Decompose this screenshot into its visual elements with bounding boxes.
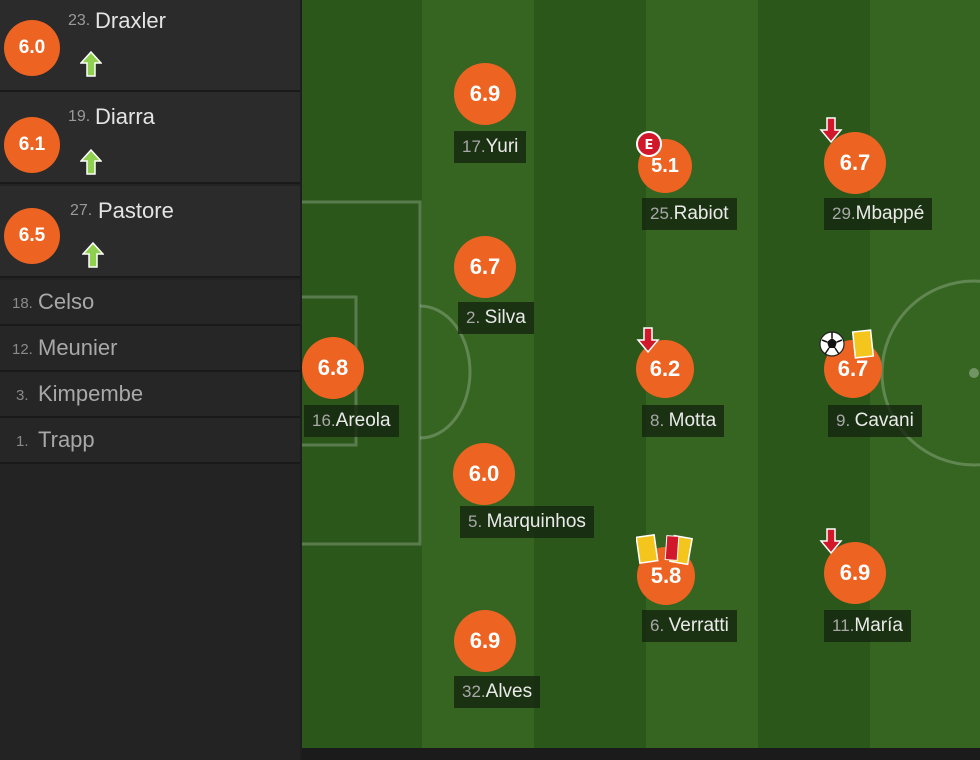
player-name: Silva <box>484 307 526 328</box>
player-label-marquinhos[interactable]: 5. Marquinhos <box>460 506 594 538</box>
player-number: 23. <box>68 12 91 29</box>
player-name: Yuri <box>485 136 519 157</box>
goal-ball-icon <box>819 331 845 357</box>
player-name: María <box>854 615 903 636</box>
player-number: 29. <box>832 204 856 223</box>
player-number: 6. <box>650 616 665 635</box>
player-label-verratti[interactable]: 6. Verratti <box>642 610 737 642</box>
player-number: 17. <box>462 137 486 156</box>
substituted-off-arrow-icon <box>819 117 843 144</box>
player-number: 11. <box>832 616 855 635</box>
center-circle <box>880 279 980 467</box>
error-badge-letter: E <box>645 138 654 153</box>
cards-icon <box>636 534 693 566</box>
player-rating-badge[interactable]: 6.9 <box>824 542 886 604</box>
player-number: 5. <box>468 512 483 531</box>
substituted-off-arrow-icon <box>819 528 843 555</box>
player-name: Trapp <box>38 427 95 452</box>
player-number: 19. <box>68 108 91 125</box>
player-label-motta[interactable]: 8. Motta <box>642 405 725 437</box>
player-rating-badge: 6.0 <box>4 20 60 76</box>
player-name: Marquinhos <box>486 511 586 532</box>
yellow-card-icon <box>636 534 659 564</box>
player-name: Mbappé <box>855 203 925 224</box>
player-number: 2. <box>466 308 481 327</box>
substitute-row-pastore[interactable]: 6.5 27. Pastore <box>0 186 300 278</box>
player-rating-badge[interactable]: 6.0 <box>453 443 515 505</box>
arrow-up-icon <box>80 148 102 175</box>
player-number: 12. <box>12 341 33 358</box>
bench-row-meunier[interactable]: 12. Meunier <box>0 326 300 372</box>
player-number: 18. <box>12 295 33 312</box>
player-name: Kimpembe <box>38 381 144 406</box>
player-name: Celso <box>38 289 95 314</box>
pitch-stripe <box>534 0 646 748</box>
player-name: Pastore <box>98 198 174 223</box>
player-name: Areola <box>335 410 391 431</box>
yellow-card-icon <box>851 329 875 359</box>
player-number: 3. <box>16 387 29 404</box>
player-number: 27. <box>70 202 93 219</box>
player-label-cavani[interactable]: 9. Cavani <box>828 405 922 437</box>
player-rating-badge[interactable]: 6.7 <box>824 132 886 194</box>
player-number: 16. <box>312 411 336 430</box>
substitute-row-diarra[interactable]: 6.1 19. Diarra <box>0 92 300 184</box>
substitute-row-draxler[interactable]: 6.0 23. Draxler <box>0 0 300 92</box>
bench-row-kimpembe[interactable]: 3. Kimpembe <box>0 372 300 418</box>
player-label-maria[interactable]: 11. María <box>824 610 911 642</box>
substitutes-panel: 6.0 23. Draxler 6.1 19. Diarra 6.5 27. P… <box>0 0 300 760</box>
substituted-off-arrow-icon <box>636 327 660 354</box>
player-number: 1. <box>16 433 29 450</box>
player-name: Diarra <box>95 104 155 129</box>
penalty-box <box>302 200 422 546</box>
player-number: 8. <box>650 411 665 430</box>
pitch: 6.8 16. Areola 6.9 17. Yuri 6.7 2. Silva… <box>302 0 980 748</box>
pitch-markings <box>302 200 980 546</box>
arrow-up-icon <box>80 50 102 77</box>
player-rating-badge[interactable]: 6.9 <box>454 63 516 125</box>
pitch-bottom-edge <box>302 748 980 760</box>
red-card-icon <box>664 535 680 561</box>
player-name: Motta <box>668 410 717 431</box>
player-rating-badge[interactable]: 6.9 <box>454 610 516 672</box>
player-rating-badge[interactable]: 6.8 <box>302 337 364 399</box>
player-name: Verratti <box>668 615 729 636</box>
player-label-rabiot[interactable]: 25. Rabiot <box>642 198 737 230</box>
goal-and-card-icons <box>819 329 875 359</box>
player-label-yuri[interactable]: 17. Yuri <box>454 131 527 163</box>
penalty-arc <box>419 304 472 440</box>
arrow-up-icon <box>82 241 104 268</box>
player-label-areola[interactable]: 16. Areola <box>304 405 399 437</box>
player-name: Meunier <box>38 335 118 360</box>
player-label-mbappe[interactable]: 29. Mbappé <box>824 198 933 230</box>
player-label-silva[interactable]: 2. Silva <box>458 302 534 334</box>
player-name: Alves <box>485 681 533 702</box>
center-spot <box>969 368 979 378</box>
player-number: 9. <box>836 411 851 430</box>
bench-row-trapp[interactable]: 1. Trapp <box>0 418 300 464</box>
player-rating-badge: 6.1 <box>4 117 60 173</box>
player-number: 25. <box>650 204 674 223</box>
player-name: Rabiot <box>673 203 729 224</box>
player-name: Draxler <box>95 8 166 33</box>
player-name: Cavani <box>854 410 914 431</box>
player-label-alves[interactable]: 32. Alves <box>454 676 541 708</box>
player-rating-badge[interactable]: 6.7 <box>454 236 516 298</box>
bench-row-celso[interactable]: 18. Celso <box>0 280 300 326</box>
error-badge-icon: E <box>636 131 662 157</box>
player-rating-badge: 6.5 <box>4 208 60 264</box>
player-number: 32. <box>462 682 486 701</box>
